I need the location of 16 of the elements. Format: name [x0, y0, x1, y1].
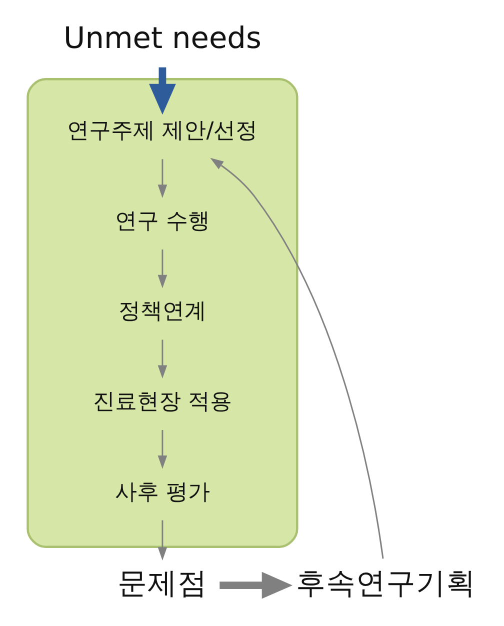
arrow: [220, 572, 293, 599]
node-text: 문제점: [117, 566, 208, 600]
node-text: Unmet needs: [64, 21, 262, 56]
node-text: 진료현장 적용: [92, 388, 232, 414]
arrow: [210, 158, 384, 559]
node-text: 후속연구기획: [296, 566, 476, 600]
node-text: 연구 수행: [114, 208, 210, 234]
arrow: [158, 159, 168, 198]
arrow: [158, 430, 168, 469]
node-text: 정책연계: [118, 298, 206, 324]
arrow: [158, 520, 168, 561]
arrow: [158, 340, 168, 379]
arrow: [149, 67, 176, 115]
node-text: 연구주제 제안/선정: [67, 118, 258, 144]
node-text: 사후 평가: [114, 478, 210, 505]
arrow: [158, 249, 168, 288]
